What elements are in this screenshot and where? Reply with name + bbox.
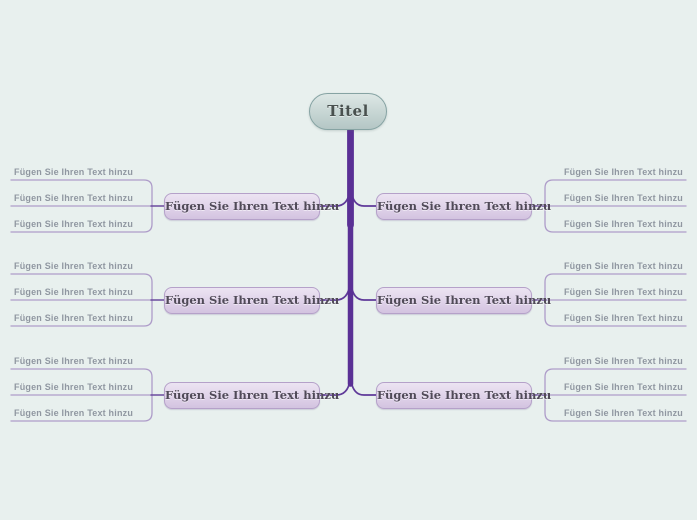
child-label-left-3-2[interactable]: Fügen Sie Ihren Text hinzu (14, 382, 134, 392)
child-label-left-3-1[interactable]: Fügen Sie Ihren Text hinzu (14, 356, 134, 366)
child-label-right-2-2[interactable]: Fügen Sie Ihren Text hinzu (563, 287, 683, 297)
bracket-connectors (150, 205, 547, 396)
child-label-left-1-1[interactable]: Fügen Sie Ihren Text hinzu (14, 167, 134, 177)
branch-node-right-2[interactable]: Fügen Sie Ihren Text hinzu (376, 286, 551, 314)
child-label-left-3-3[interactable]: Fügen Sie Ihren Text hinzu (14, 408, 134, 418)
branch-node-left-3[interactable]: Fügen Sie Ihren Text hinzu (164, 381, 339, 409)
branch-node-right-1[interactable]: Fügen Sie Ihren Text hinzu (376, 192, 551, 220)
child-label-right-3-3[interactable]: Fügen Sie Ihren Text hinzu (563, 408, 683, 418)
child-label-right-1-1[interactable]: Fügen Sie Ihren Text hinzu (563, 167, 683, 177)
child-label-left-2-1[interactable]: Fügen Sie Ihren Text hinzu (14, 261, 134, 271)
child-label-right-2-3[interactable]: Fügen Sie Ihren Text hinzu (563, 313, 683, 323)
child-label-right-1-2[interactable]: Fügen Sie Ihren Text hinzu (563, 193, 683, 203)
child-label-right-2-1[interactable]: Fügen Sie Ihren Text hinzu (563, 261, 683, 271)
branch-node-right-3[interactable]: Fügen Sie Ihren Text hinzu (376, 381, 551, 409)
child-label-left-2-3[interactable]: Fügen Sie Ihren Text hinzu (14, 313, 134, 323)
child-label-left-1-3[interactable]: Fügen Sie Ihren Text hinzu (14, 219, 134, 229)
child-label-left-1-2[interactable]: Fügen Sie Ihren Text hinzu (14, 193, 134, 203)
branch-node-left-1[interactable]: Fügen Sie Ihren Text hinzu (164, 192, 339, 220)
root-node[interactable]: Titel (309, 93, 387, 130)
child-label-left-2-2[interactable]: Fügen Sie Ihren Text hinzu (14, 287, 134, 297)
child-label-right-3-1[interactable]: Fügen Sie Ihren Text hinzu (563, 356, 683, 366)
child-label-right-1-3[interactable]: Fügen Sie Ihren Text hinzu (563, 219, 683, 229)
branch-node-left-2[interactable]: Fügen Sie Ihren Text hinzu (164, 286, 339, 314)
child-label-right-3-2[interactable]: Fügen Sie Ihren Text hinzu (563, 382, 683, 392)
